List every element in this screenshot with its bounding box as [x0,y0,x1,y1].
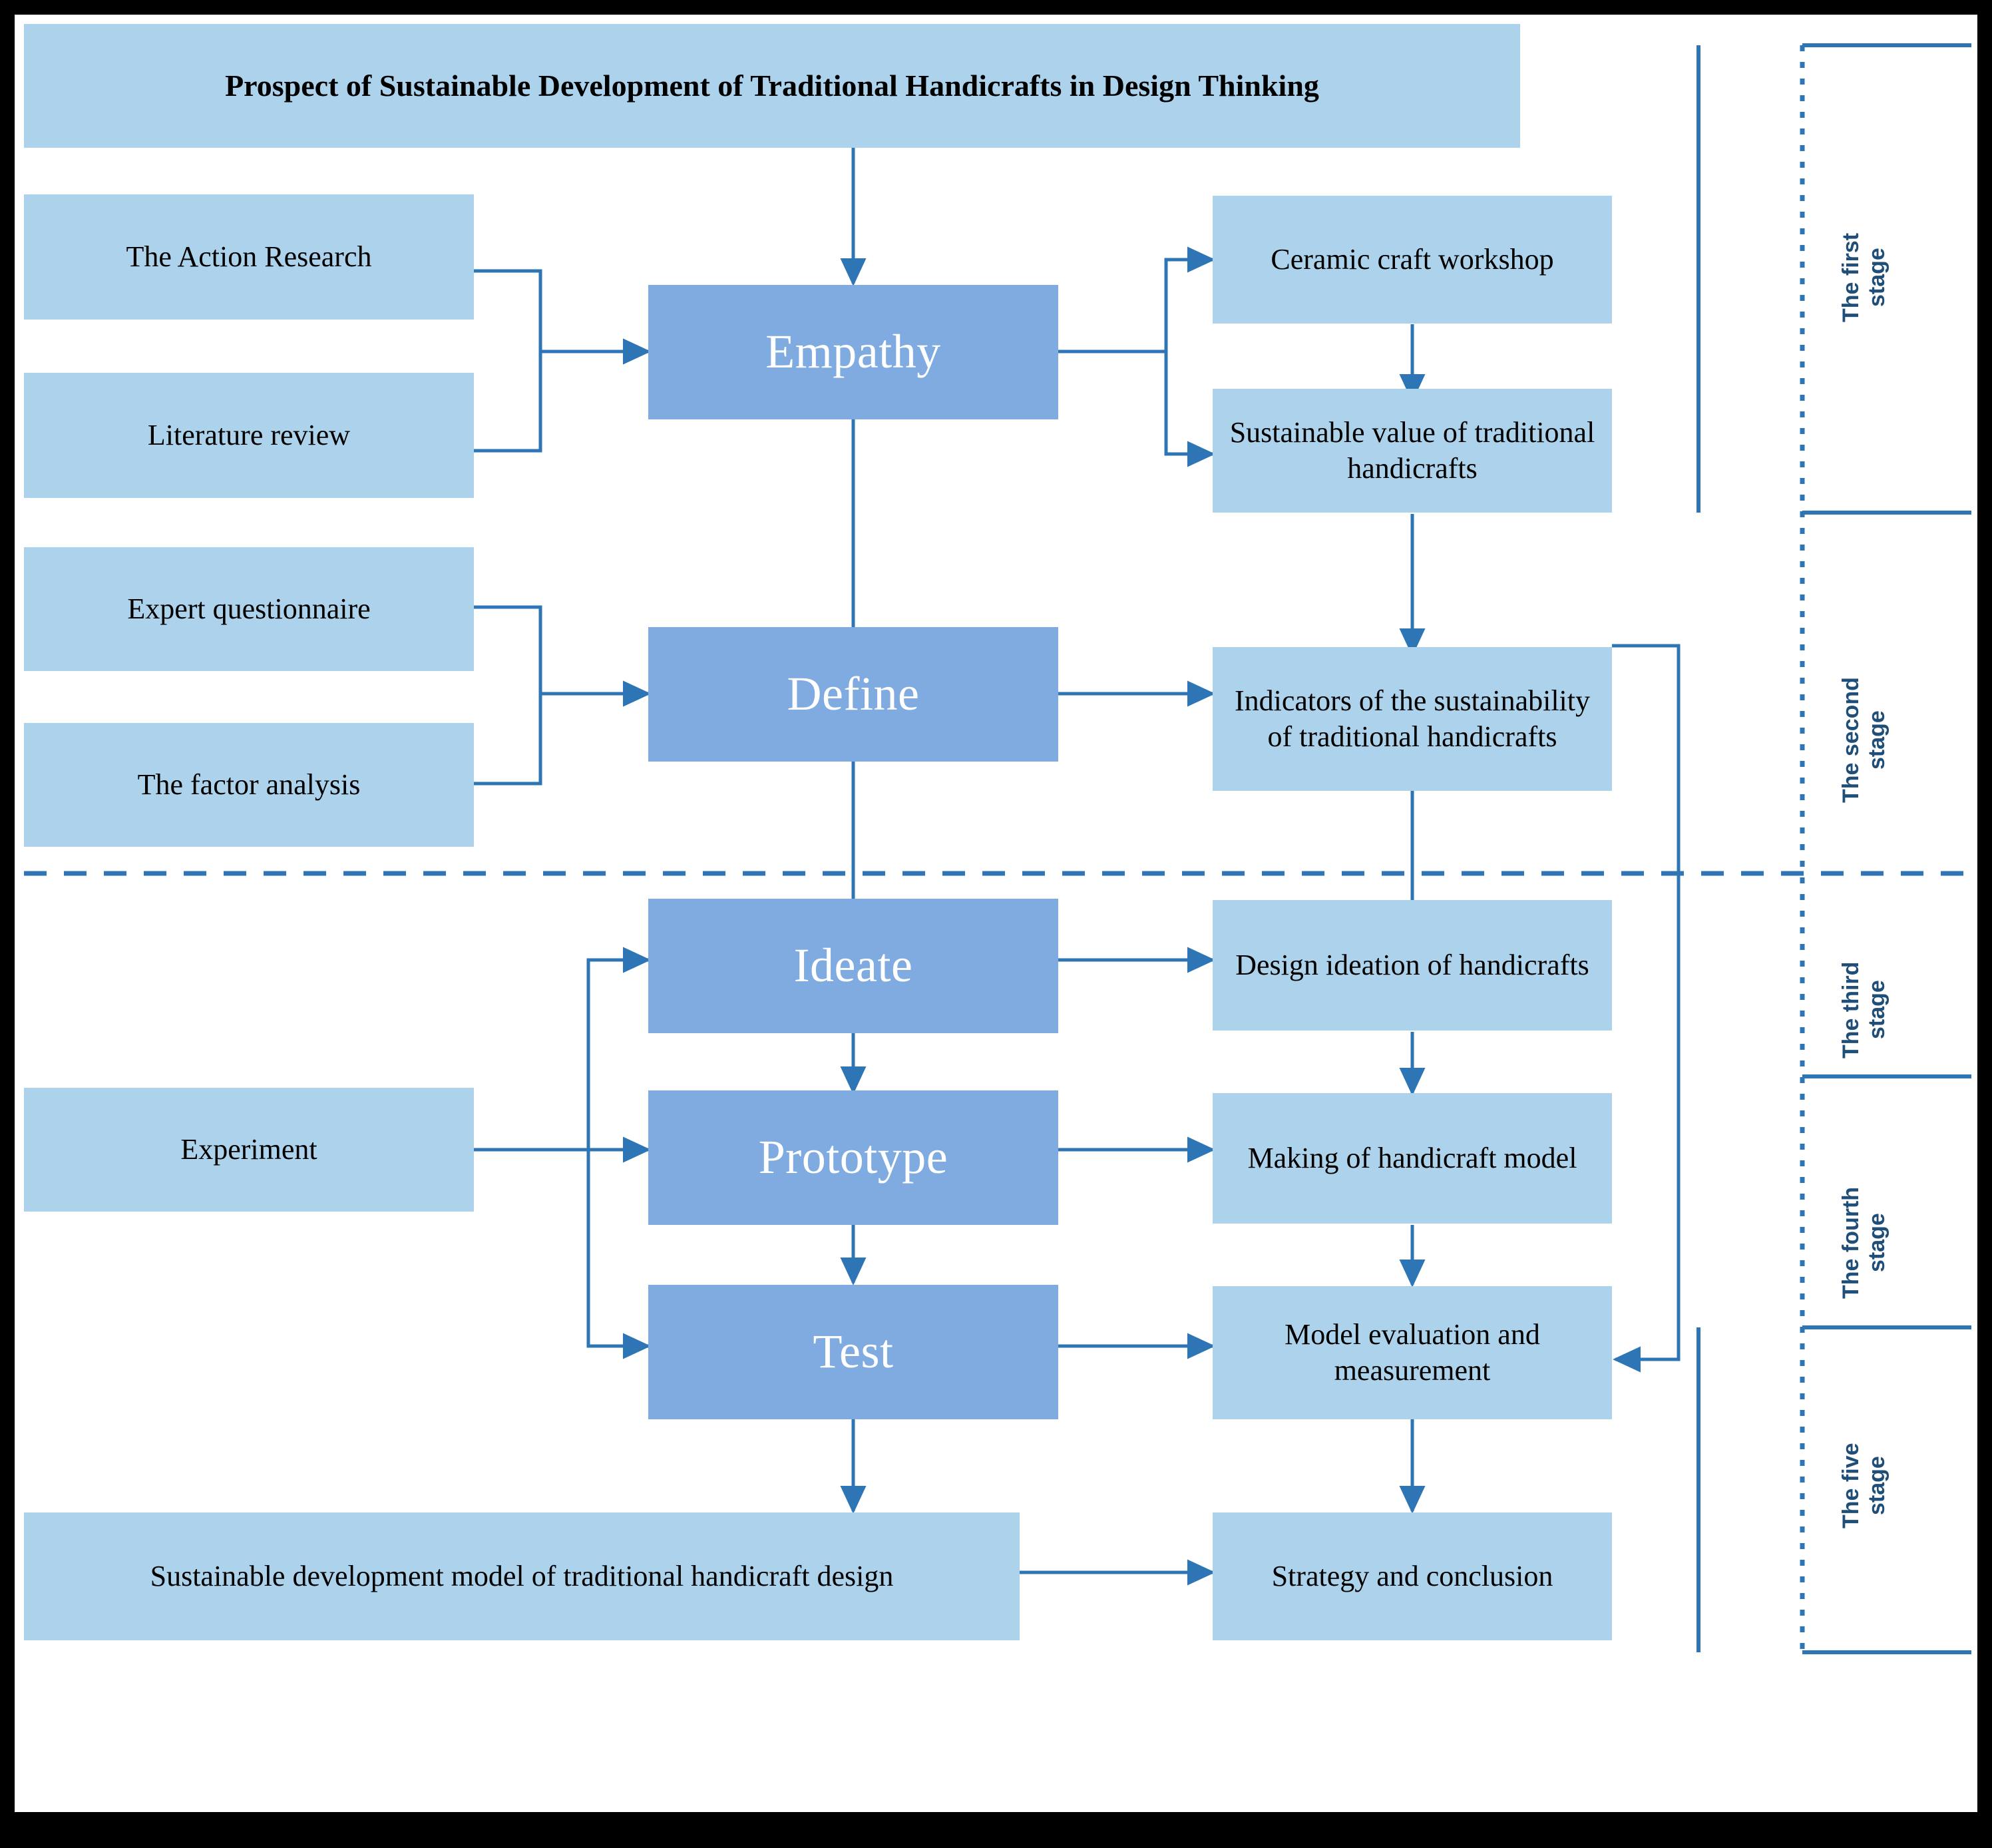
output-box-design-ideation: Design ideation of handicrafts [1213,900,1612,1031]
stage-label-third: The third stage [1838,961,1890,1058]
stage-label-five: The five stage [1838,1443,1890,1529]
method-box-expert-questionnaire: Expert questionnaire [24,547,474,671]
output-box-indicators: Indicators of the sustainability of trad… [1213,647,1612,791]
phase-box-prototype: Prototype [648,1090,1058,1225]
output-box-model-evaluation: Model evaluation and measurement [1213,1286,1612,1419]
phase-box-empathy: Empathy [648,285,1058,419]
output-box-strategy-conclusion: Strategy and conclusion [1213,1512,1612,1640]
output-box-making-model: Making of handicraft model [1213,1093,1612,1224]
diagram-canvas: Prospect of Sustainable Development of T… [15,15,1977,1812]
phase-box-define: Define [648,627,1058,762]
method-box-factor-analysis: The factor analysis [24,723,474,847]
stage-label-first: The first stage [1838,232,1890,323]
method-box-literature-review: Literature review [24,373,474,498]
title-box: Prospect of Sustainable Development of T… [24,24,1520,148]
method-box-action-research: The Action Research [24,194,474,320]
stage-label-second: The second stage [1838,677,1890,804]
stage-label-fourth: The fourth stage [1838,1186,1890,1299]
output-box-sustainable-value: Sustainable value of traditional handicr… [1213,389,1612,513]
result-box-sustainable-development-model: Sustainable development model of traditi… [24,1512,1020,1640]
output-box-ceramic-craft-workshop: Ceramic craft workshop [1213,196,1612,324]
method-box-experiment: Experiment [24,1088,474,1212]
phase-box-test: Test [648,1285,1058,1419]
phase-box-ideate: Ideate [648,899,1058,1033]
